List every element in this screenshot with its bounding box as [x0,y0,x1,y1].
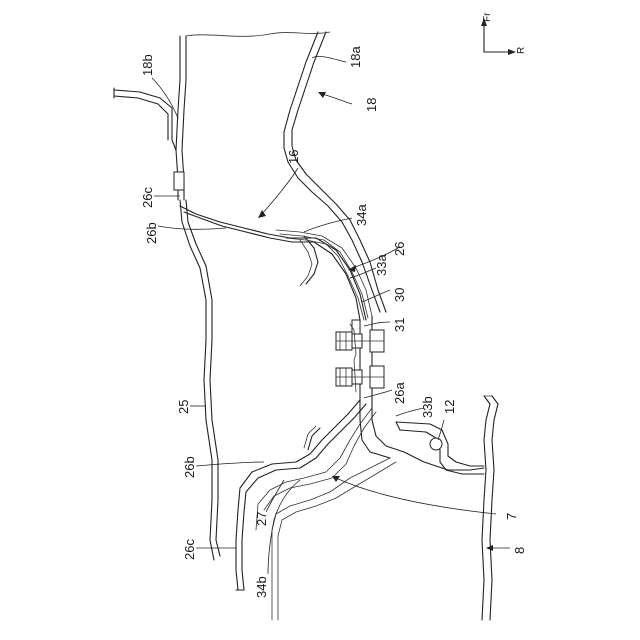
label-26b-bottom: 26b [182,456,197,478]
label-26c-top: 26c [140,187,155,208]
wall-25-inner [186,200,220,556]
leader-18 [322,94,352,104]
label-8: 8 [512,547,527,554]
bracket-12-hole [430,438,442,450]
label-33a: 33a [374,254,389,276]
leader-34b [268,480,300,574]
bracket-12 [396,422,484,474]
arm-26-upper-b [184,212,360,320]
label-7: 7 [504,513,519,520]
reference-labels: 18b 18a 18 16 26c 26b 34a 26 33a 30 31 2… [140,46,527,598]
label-fr: Fr [482,12,493,22]
member-7 [272,452,484,620]
leader-31 [364,322,390,326]
label-31: 31 [392,318,407,332]
label-16: 16 [286,150,301,164]
member-7-lower-inner [278,462,396,620]
label-34a: 34a [354,204,369,226]
arrow-right-head [508,49,516,55]
direction-indicator: Fr R [481,12,527,55]
hook-26a-lower [308,428,320,450]
leader-8-arrow [486,545,493,551]
label-26-top: 26 [392,242,407,256]
leader-16 [262,168,298,214]
wall-8-outer [482,396,490,620]
label-30: 30 [392,288,407,302]
label-25: 25 [176,400,191,414]
leader-18b [152,78,178,118]
member-30 [286,238,364,320]
member-33b [264,412,376,510]
reinforcement-26-lower [236,400,376,590]
leader-27 [266,480,284,512]
component-8 [482,396,498,620]
panel-18a-outer [284,32,380,312]
label-34b: 34b [254,576,269,598]
leader-12 [438,420,444,440]
weld-18b [174,172,184,190]
label-18: 18 [364,98,379,112]
dash-panel-25 [180,200,220,560]
leader-18a [312,56,346,62]
wall-8-inner [490,396,498,620]
label-26a: 26a [392,382,407,404]
flange-18b-lower [114,96,168,140]
label-12: 12 [442,400,457,414]
label-33b: 33b [420,396,435,418]
label-r: R [516,47,527,54]
bracket-12-end [396,422,400,430]
panel-18 [186,32,386,312]
label-27: 27 [254,512,269,526]
label-26c-bottom: 26c [182,539,197,560]
leader-26b-top [158,226,226,229]
member-7-lower [272,458,390,620]
arm-26-lower-b [242,404,366,590]
label-26b-top: 26b [144,222,159,244]
panel-18-top-edge [186,32,330,36]
leader-34a [304,218,352,232]
wall-25-outer [180,200,214,560]
flange-18b-upper [114,90,176,150]
bracket-12-lower [400,430,484,474]
label-18b: 18b [140,54,155,76]
leader-26b-bottom [196,462,264,466]
reinforcement-26-upper [180,206,366,320]
member-34b [256,408,372,530]
label-18a: 18a [348,46,363,68]
leader-26a [364,390,392,398]
